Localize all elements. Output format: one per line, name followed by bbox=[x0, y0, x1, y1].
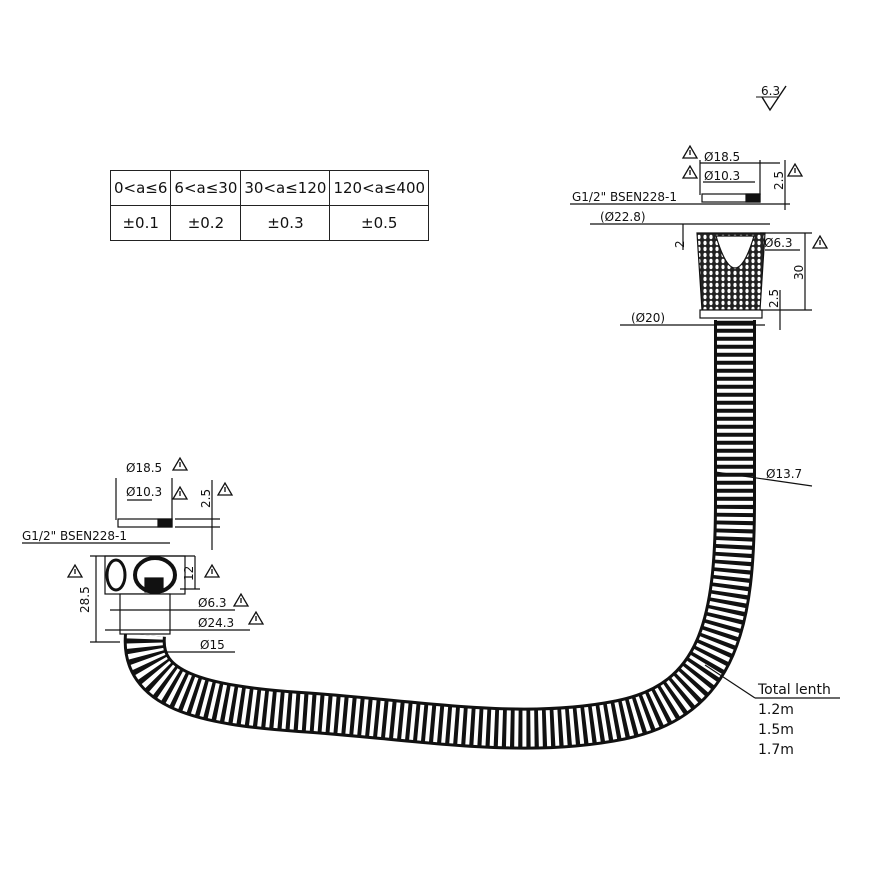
tolerance-cell: ±0.2 bbox=[170, 205, 242, 241]
right-thread-label: G1/2" BSEN228-1 bbox=[572, 190, 677, 204]
corrugated-hose bbox=[123, 320, 756, 750]
dim-hose-diameter: Ø13.7 bbox=[766, 467, 802, 481]
table-row: ±0.1 ±0.2 ±0.3 ±0.5 bbox=[109, 205, 430, 241]
surface-finish-value: 6.3 bbox=[761, 84, 780, 98]
warning-icon bbox=[787, 163, 803, 177]
dim-right-height-nut: 2.5 bbox=[772, 171, 786, 190]
dim-left-d-neck: Ø15 bbox=[200, 638, 225, 652]
tolerance-cell: ±0.1 bbox=[109, 205, 172, 241]
warning-icon bbox=[682, 145, 698, 159]
length-option: 1.5m bbox=[758, 722, 794, 738]
warning-icon bbox=[67, 564, 83, 578]
left-fitting-dimensions: Ø18.5 Ø10.3 2.5 G1/2" BSEN228-1 28.5 12 … bbox=[22, 457, 264, 652]
dim-right-d-inner: Ø10.3 bbox=[704, 169, 740, 183]
tolerance-cell: ±0.3 bbox=[240, 205, 331, 241]
warning-icon bbox=[204, 564, 220, 578]
total-length-label: Total lenth bbox=[758, 682, 831, 698]
right-fitting-dimensions: Ø18.5 Ø10.3 G1/2" BSEN228-1 (Ø22.8) Ø6.3… bbox=[572, 145, 828, 325]
dim-right-gap: 2 bbox=[673, 240, 687, 248]
dim-left-d-inner: Ø10.3 bbox=[126, 485, 162, 499]
length-option: 1.7m bbox=[758, 742, 794, 758]
dim-left-d-body: Ø24.3 bbox=[198, 616, 234, 630]
warning-icon bbox=[217, 482, 233, 496]
surface-finish-symbol: 6.3 bbox=[756, 84, 787, 112]
left-fitting bbox=[22, 478, 250, 653]
left-thread-label: G1/2" BSEN228-1 bbox=[22, 529, 127, 543]
warning-icon bbox=[248, 611, 264, 625]
warning-icon bbox=[682, 165, 698, 179]
warning-icon bbox=[172, 486, 188, 500]
range-cell: 0<a≤6 bbox=[109, 170, 172, 206]
dim-left-d-hole: Ø6.3 bbox=[198, 596, 227, 610]
dim-left-height-head: 12 bbox=[182, 566, 196, 581]
dim-right-d-hole: Ø6.3 bbox=[764, 236, 793, 250]
warning-icon bbox=[812, 235, 828, 249]
total-length-leader bbox=[704, 664, 840, 699]
warning-icon bbox=[172, 457, 188, 471]
table-row: 0<a≤6 6<a≤30 30<a≤120 120<a≤400 bbox=[109, 170, 430, 206]
range-cell: 120<a≤400 bbox=[329, 170, 430, 206]
total-length-note: Total lenth 1.2m 1.5m 1.7m bbox=[758, 680, 831, 760]
dim-left-d-outer: Ø18.5 bbox=[126, 461, 162, 475]
tolerance-table: 0<a≤6 6<a≤30 30<a≤120 120<a≤400 ±0.1 ±0.… bbox=[109, 170, 430, 241]
dim-right-height-total: 30 bbox=[792, 265, 806, 280]
dim-right-d-base: (Ø20) bbox=[631, 311, 665, 325]
dim-left-height-total: 28.5 bbox=[78, 586, 92, 613]
dim-right-height-base: 2.5 bbox=[767, 289, 781, 308]
range-cell: 30<a≤120 bbox=[240, 170, 331, 206]
dim-right-d-outer: Ø18.5 bbox=[704, 150, 740, 164]
hose-diameter-dimension: Ø13.7 bbox=[714, 467, 813, 487]
range-cell: 6<a≤30 bbox=[170, 170, 242, 206]
dim-left-height-nut: 2.5 bbox=[199, 489, 213, 508]
right-fitting bbox=[570, 160, 812, 330]
dim-right-d-body: (Ø22.8) bbox=[600, 210, 646, 224]
warning-icon bbox=[233, 593, 249, 607]
tolerance-cell: ±0.5 bbox=[329, 205, 430, 241]
length-option: 1.2m bbox=[758, 702, 794, 718]
